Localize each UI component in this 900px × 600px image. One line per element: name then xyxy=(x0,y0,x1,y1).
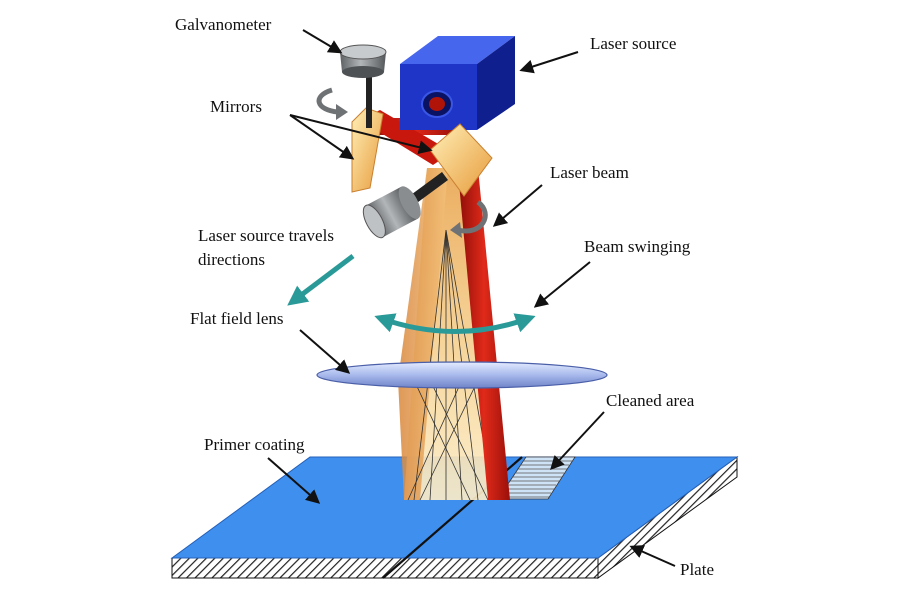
rotation-arrow-side xyxy=(450,200,488,238)
arrow-laser-beam xyxy=(492,184,543,227)
label-primer-coating: Primer coating xyxy=(204,435,305,454)
beam-swinging-arrow xyxy=(374,313,536,334)
arrow-primer-coating xyxy=(267,457,321,504)
arrow-beam-swinging xyxy=(533,261,591,308)
label-laser-source: Laser source xyxy=(590,34,676,53)
label-cleaned-area: Cleaned area xyxy=(606,391,695,410)
rotation-arrow-top xyxy=(316,87,348,120)
plate-surface xyxy=(170,456,739,559)
label-flat-field-lens: Flat field lens xyxy=(190,309,283,328)
arrow-flat-field-lens xyxy=(299,329,351,374)
arrow-laser-source xyxy=(519,51,579,74)
label-travel-line1: Laser source travels xyxy=(198,226,334,245)
travel-direction-arrow xyxy=(287,254,355,306)
arrow-cleaned-area xyxy=(550,411,605,471)
label-travel-line2: directions xyxy=(198,250,265,269)
arrow-galvanometer xyxy=(302,29,343,54)
label-plate: Plate xyxy=(680,560,714,579)
leader-arrows xyxy=(267,29,676,567)
label-laser-beam: Laser beam xyxy=(550,163,629,182)
label-mirrors: Mirrors xyxy=(210,97,262,116)
mirror-left xyxy=(351,107,384,193)
galvanometer-top xyxy=(339,44,387,128)
flat-field-lens xyxy=(316,361,608,389)
galvanometer-side xyxy=(362,172,448,239)
label-galvanometer: Galvanometer xyxy=(175,15,272,34)
arrow-plate xyxy=(629,545,676,567)
label-beam-swinging: Beam swinging xyxy=(584,237,691,256)
mirror-right xyxy=(429,123,493,197)
mirrors xyxy=(351,107,493,197)
arrow-mirror-left xyxy=(289,114,355,160)
arrow-mirror-right xyxy=(289,114,433,155)
laser-source-box xyxy=(400,36,515,130)
